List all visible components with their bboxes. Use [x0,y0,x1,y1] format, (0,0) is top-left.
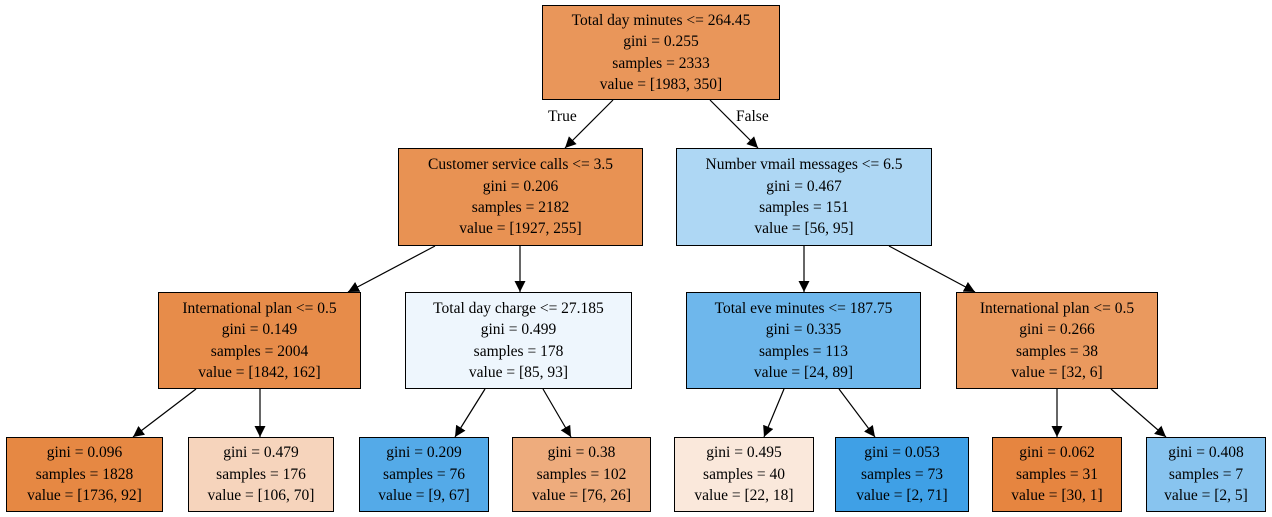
node-text-line: samples = 38 [1016,342,1098,360]
node-text-line: value = [1736, 92] [27,487,142,505]
node-text-line: International plan <= 0.5 [979,299,1135,317]
node-text-line: samples = 113 [758,342,849,360]
tree-node-n6: International plan <= 0.5 gini = 0.266 sam… [956,292,1158,389]
node-text-line: gini = 0.38 [547,444,616,462]
node-text-line: value = [9, 67] [378,487,470,505]
edge-n0-n2 [709,99,759,149]
edge-n6-n14 [1110,388,1167,438]
node-text-line: value = [22, 18] [694,487,794,505]
tree-node-n14: gini = 0.408 samples = 7 value = [2, 5] [1146,437,1266,512]
node-text-line: value = [30, 1] [1011,487,1103,505]
tree-node-n12: gini = 0.053 samples = 73 value = [2, 71] [835,437,969,512]
node-text-line: Number vmail messages <= 6.5 [705,156,903,174]
node-text-line: gini = 0.467 [766,177,842,195]
node-text-line: value = [1983, 350] [599,75,723,93]
node-text-line: International plan <= 0.5 [182,299,337,317]
edge-n5-n12 [838,388,876,438]
node-text-line: value = [32, 6] [1011,363,1103,381]
edge-n4-n9 [454,388,486,438]
node-text-line: samples = 2333 [612,54,710,72]
tree-node-n5: Total eve minutes <= 187.75 gini = 0.335 s… [686,292,921,389]
node-text-line: value = [85, 93] [468,363,569,381]
node-text-line: samples = 31 [1016,465,1098,483]
tree-node-n0: Total day minutes <= 264.45 gini = 0.255 s… [542,5,780,100]
node-text-line: value = [2, 71] [856,487,948,505]
tree-node-n7: gini = 0.096 samples = 1828 value = [1736,… [6,437,163,512]
node-text-line: Total day minutes <= 264.45 [571,11,751,29]
node-text-line: samples = 176 [216,465,306,483]
node-text-line: gini = 0.335 [765,321,842,339]
node-text-line: samples = 73 [861,465,943,483]
edge-label-true: True [548,108,577,125]
tree-node-n10: gini = 0.38 samples = 102 value = [76, 26] [512,437,651,512]
node-text-line: samples = 7 [1168,465,1244,483]
node-text-line: value = [106, 70] [207,487,315,505]
tree-node-n4: Total day charge <= 27.185 gini = 0.499 sa… [405,292,632,389]
node-text-line: gini = 0.408 [1168,444,1244,462]
node-text-line: gini = 0.062 [1019,444,1095,462]
tree-node-n13: gini = 0.062 samples = 31 value = [30, 1] [992,437,1122,512]
node-text-line: value = [1927, 255] [459,220,582,238]
tree-node-n9: gini = 0.209 samples = 76 value = [9, 67] [359,437,489,512]
node-text-line: value = [24, 89] [753,363,854,381]
tree-node-n3: International plan <= 0.5 gini = 0.149 sam… [158,292,361,389]
edge-n2-n6 [888,245,976,293]
node-text-line: gini = 0.255 [623,33,699,51]
node-text-line: Total day charge <= 27.185 [433,299,604,317]
node-text-line: gini = 0.495 [706,444,782,462]
node-text-line: gini = 0.266 [1019,321,1095,339]
edge-n0-n1 [564,99,614,149]
node-text-line: gini = 0.149 [221,321,298,339]
node-text-line: samples = 2182 [471,199,570,216]
node-text-line: samples = 151 [759,199,849,216]
node-text-line: value = [2, 5] [1164,487,1248,505]
node-text-line: gini = 0.206 [482,177,559,195]
node-text-line: Customer service calls <= 3.5 [428,156,613,174]
node-text-line: gini = 0.209 [386,444,462,462]
node-text-line: samples = 1828 [35,465,134,483]
edge-n3-n7 [132,388,197,438]
node-text-line: value = [56, 95] [754,220,854,238]
node-text-line: samples = 102 [536,465,627,483]
node-text-line: gini = 0.053 [864,444,940,462]
node-text-line: gini = 0.096 [46,444,123,462]
node-text-line: gini = 0.499 [480,321,557,339]
node-text-line: samples = 2004 [210,342,309,360]
edge-label-false: False [736,108,769,125]
node-text-line: Total eve minutes <= 187.75 [714,299,893,317]
node-text-line: value = [1842, 162] [198,363,321,381]
tree-node-n1: Customer service calls <= 3.5 gini = 0.20… [398,148,643,246]
node-text-line: gini = 0.479 [223,444,299,462]
edge-n1-n3 [347,245,436,293]
node-text-line: samples = 76 [383,465,465,483]
edge-n4-n10 [542,388,572,438]
node-text-line: value = [76, 26] [531,487,632,505]
node-text-line: samples = 178 [473,342,564,360]
node-text-line: samples = 40 [703,465,785,483]
tree-node-n8: gini = 0.479 samples = 176 value = [106, 7… [188,437,334,512]
tree-node-n11: gini = 0.495 samples = 40 value = [22, 18] [674,437,814,512]
edge-n5-n11 [763,388,785,438]
tree-node-n2: Number vmail messages <= 6.5 gini = 0.467… [676,148,932,246]
